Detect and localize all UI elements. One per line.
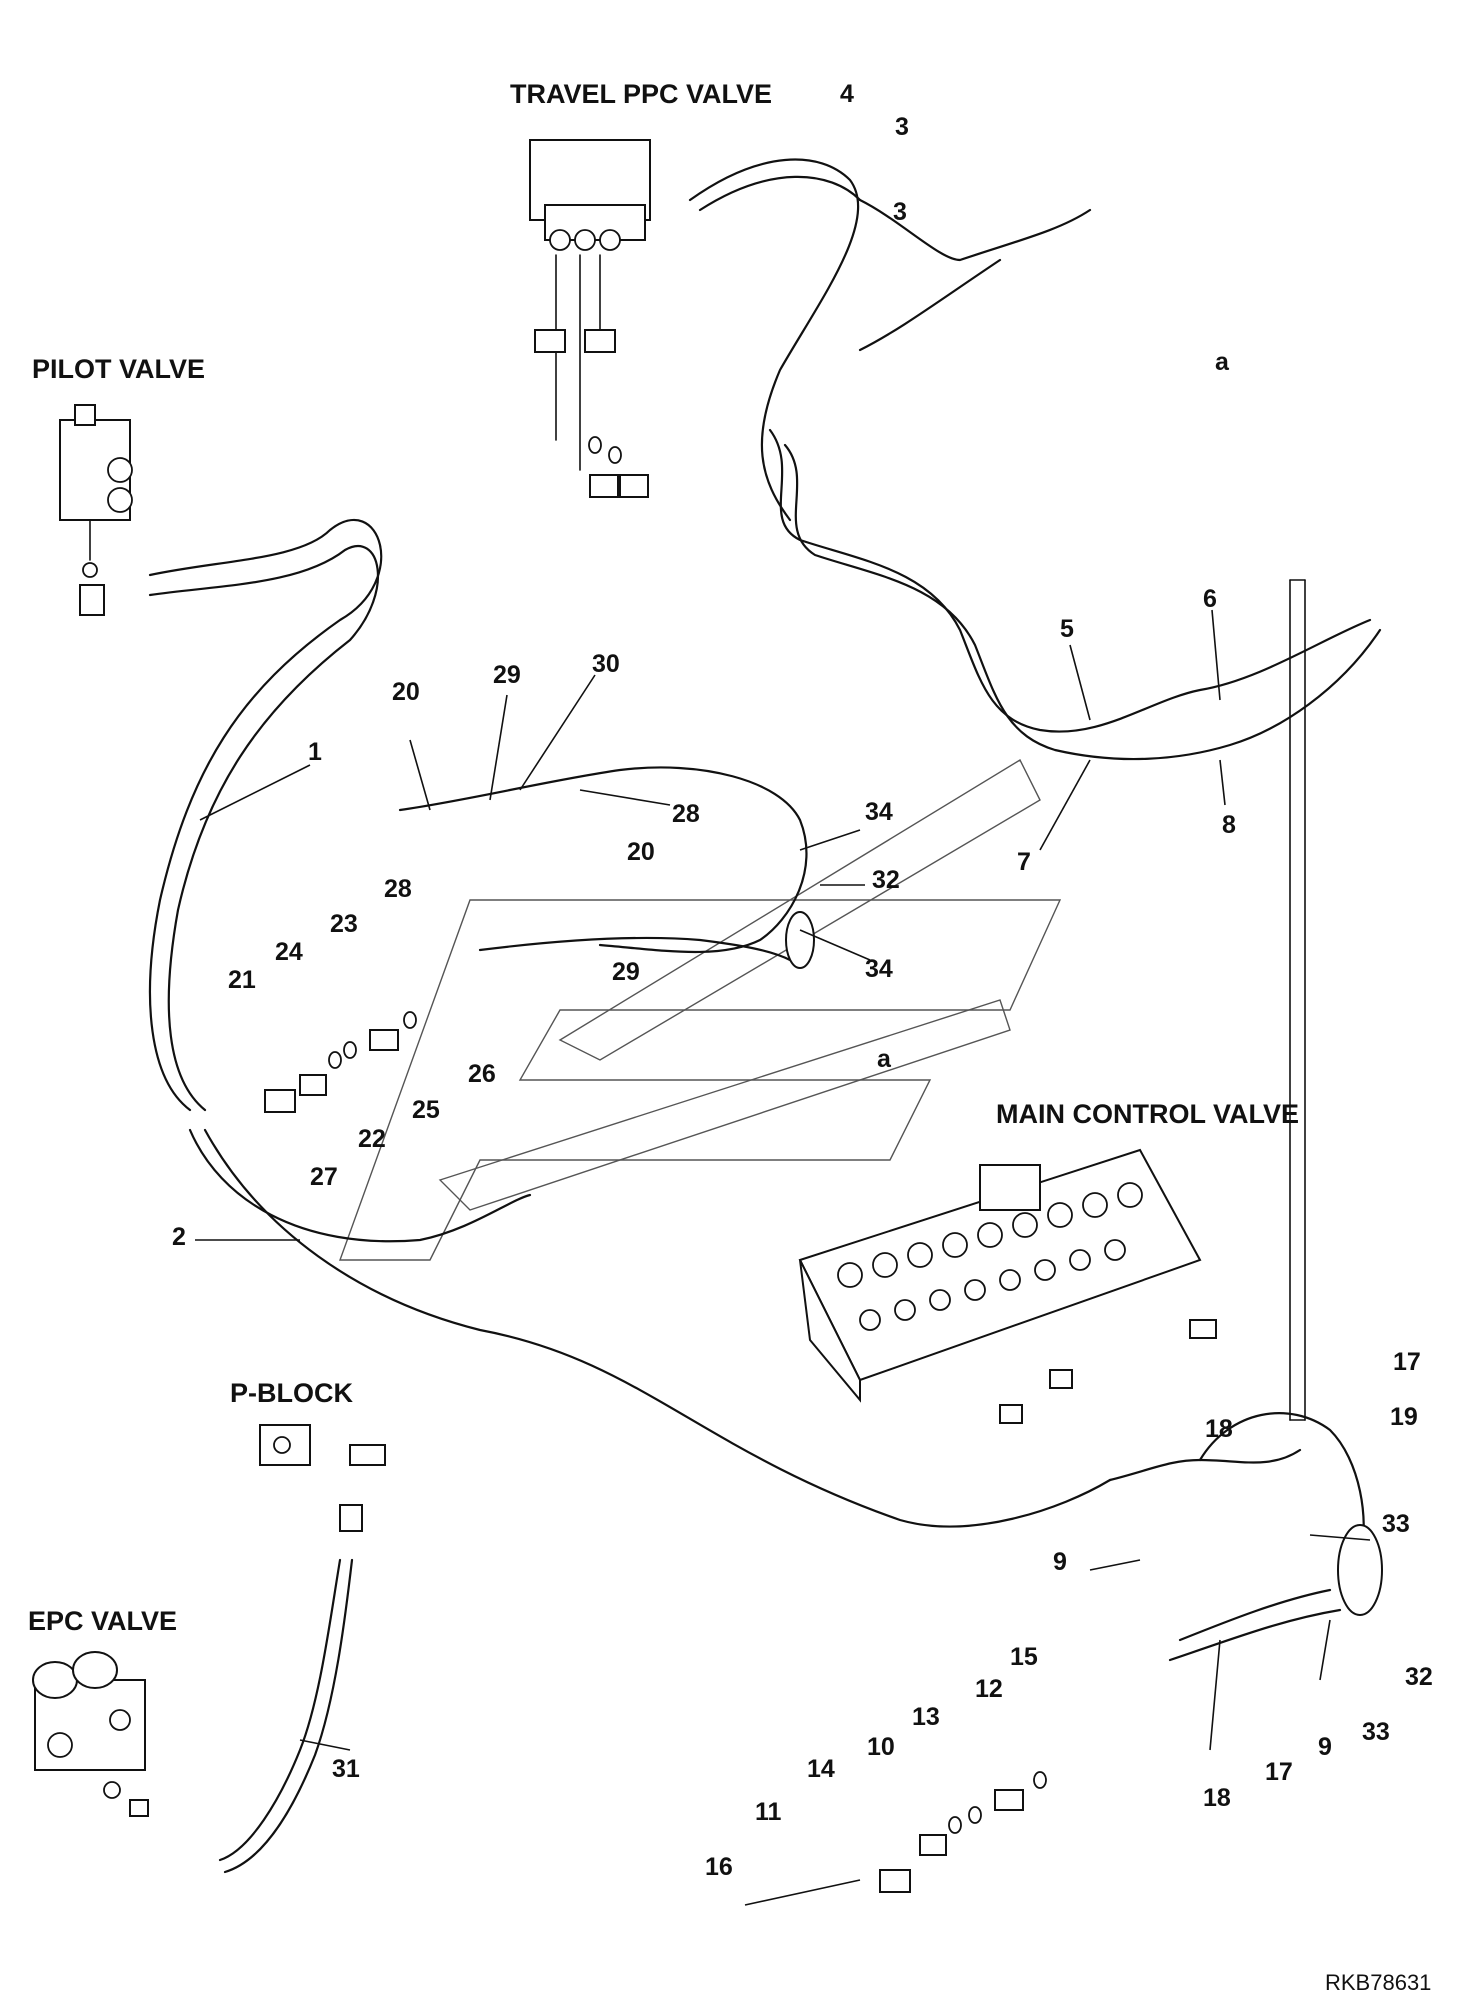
pilot-valve-drawing	[59, 404, 133, 616]
callout: 24	[275, 938, 303, 966]
callout: 34	[865, 955, 893, 983]
callout: 23	[330, 910, 358, 938]
callout: 27	[310, 1163, 338, 1191]
callout: 15	[1010, 1643, 1038, 1671]
callout: 34	[865, 798, 893, 826]
callout: 21	[228, 966, 256, 994]
callout: 32	[872, 866, 900, 894]
callout: 17	[1265, 1758, 1293, 1786]
callout: 25	[412, 1096, 440, 1124]
callout: 3	[895, 113, 909, 141]
callout: 30	[592, 650, 620, 678]
callout: 2	[172, 1223, 186, 1251]
callout: 20	[627, 838, 655, 866]
connection-marks: a a	[877, 348, 1230, 1073]
callout: 20	[392, 678, 420, 706]
fittings	[264, 1011, 1047, 1893]
callout: 14	[807, 1755, 835, 1783]
callout: 8	[1222, 811, 1236, 839]
callout: 26	[468, 1060, 496, 1088]
travel-ppc-valve-drawing	[529, 139, 651, 498]
callout: 28	[384, 875, 412, 903]
travel-ppc-valve-label: TRAVEL PPC VALVE	[510, 79, 772, 109]
callout: 16	[705, 1853, 733, 1881]
epc-valve-drawing	[32, 1651, 149, 1817]
callout: 19	[1390, 1403, 1418, 1431]
frame-lines	[1289, 579, 1306, 1421]
leader-lines	[195, 609, 1371, 1906]
callout: 28	[672, 800, 700, 828]
callout: 4	[840, 80, 854, 108]
callout: 11	[755, 1798, 782, 1826]
callout: 13	[912, 1703, 940, 1731]
callout: 33	[1382, 1510, 1410, 1538]
callout: 18	[1205, 1415, 1233, 1443]
callout: 9	[1318, 1733, 1332, 1761]
connection-mark: a	[877, 1045, 892, 1073]
callout: 7	[1017, 848, 1031, 876]
callout: 31	[332, 1755, 360, 1783]
callout: 33	[1362, 1718, 1390, 1746]
epc-valve-label: EPC VALVE	[28, 1606, 177, 1636]
callout: 1	[308, 738, 322, 766]
callout: 6	[1203, 585, 1217, 613]
callout: 22	[358, 1125, 386, 1153]
part-callouts: 4 3 3 1 2 5 6 7 8 9 9 10 11 12 13 14 15 …	[172, 80, 1433, 1881]
main-control-valve-drawing	[798, 1148, 1217, 1424]
component-titles: TRAVEL PPC VALVE PILOT VALVE MAIN CONTRO…	[28, 79, 1299, 1636]
callout: 3	[893, 198, 907, 226]
pilot-valve-label: PILOT VALVE	[32, 354, 205, 384]
callout: 32	[1405, 1663, 1433, 1691]
callout: 29	[612, 958, 640, 986]
main-control-valve-label: MAIN CONTROL VALVE	[996, 1099, 1299, 1129]
callout: 18	[1203, 1784, 1231, 1812]
callout: 5	[1060, 615, 1074, 643]
connection-mark: a	[1215, 348, 1230, 376]
callout: 17	[1393, 1348, 1421, 1376]
callout: 9	[1053, 1548, 1067, 1576]
p-block-label: P-BLOCK	[230, 1378, 353, 1408]
callout: 10	[867, 1733, 895, 1761]
drawing-code: RKB78631	[1325, 1970, 1431, 1995]
callout: 29	[493, 661, 521, 689]
watermark-logo	[339, 759, 1062, 1261]
hose-lines	[148, 158, 1383, 1874]
callout: 12	[975, 1675, 1003, 1703]
p-block-drawing	[259, 1424, 386, 1532]
